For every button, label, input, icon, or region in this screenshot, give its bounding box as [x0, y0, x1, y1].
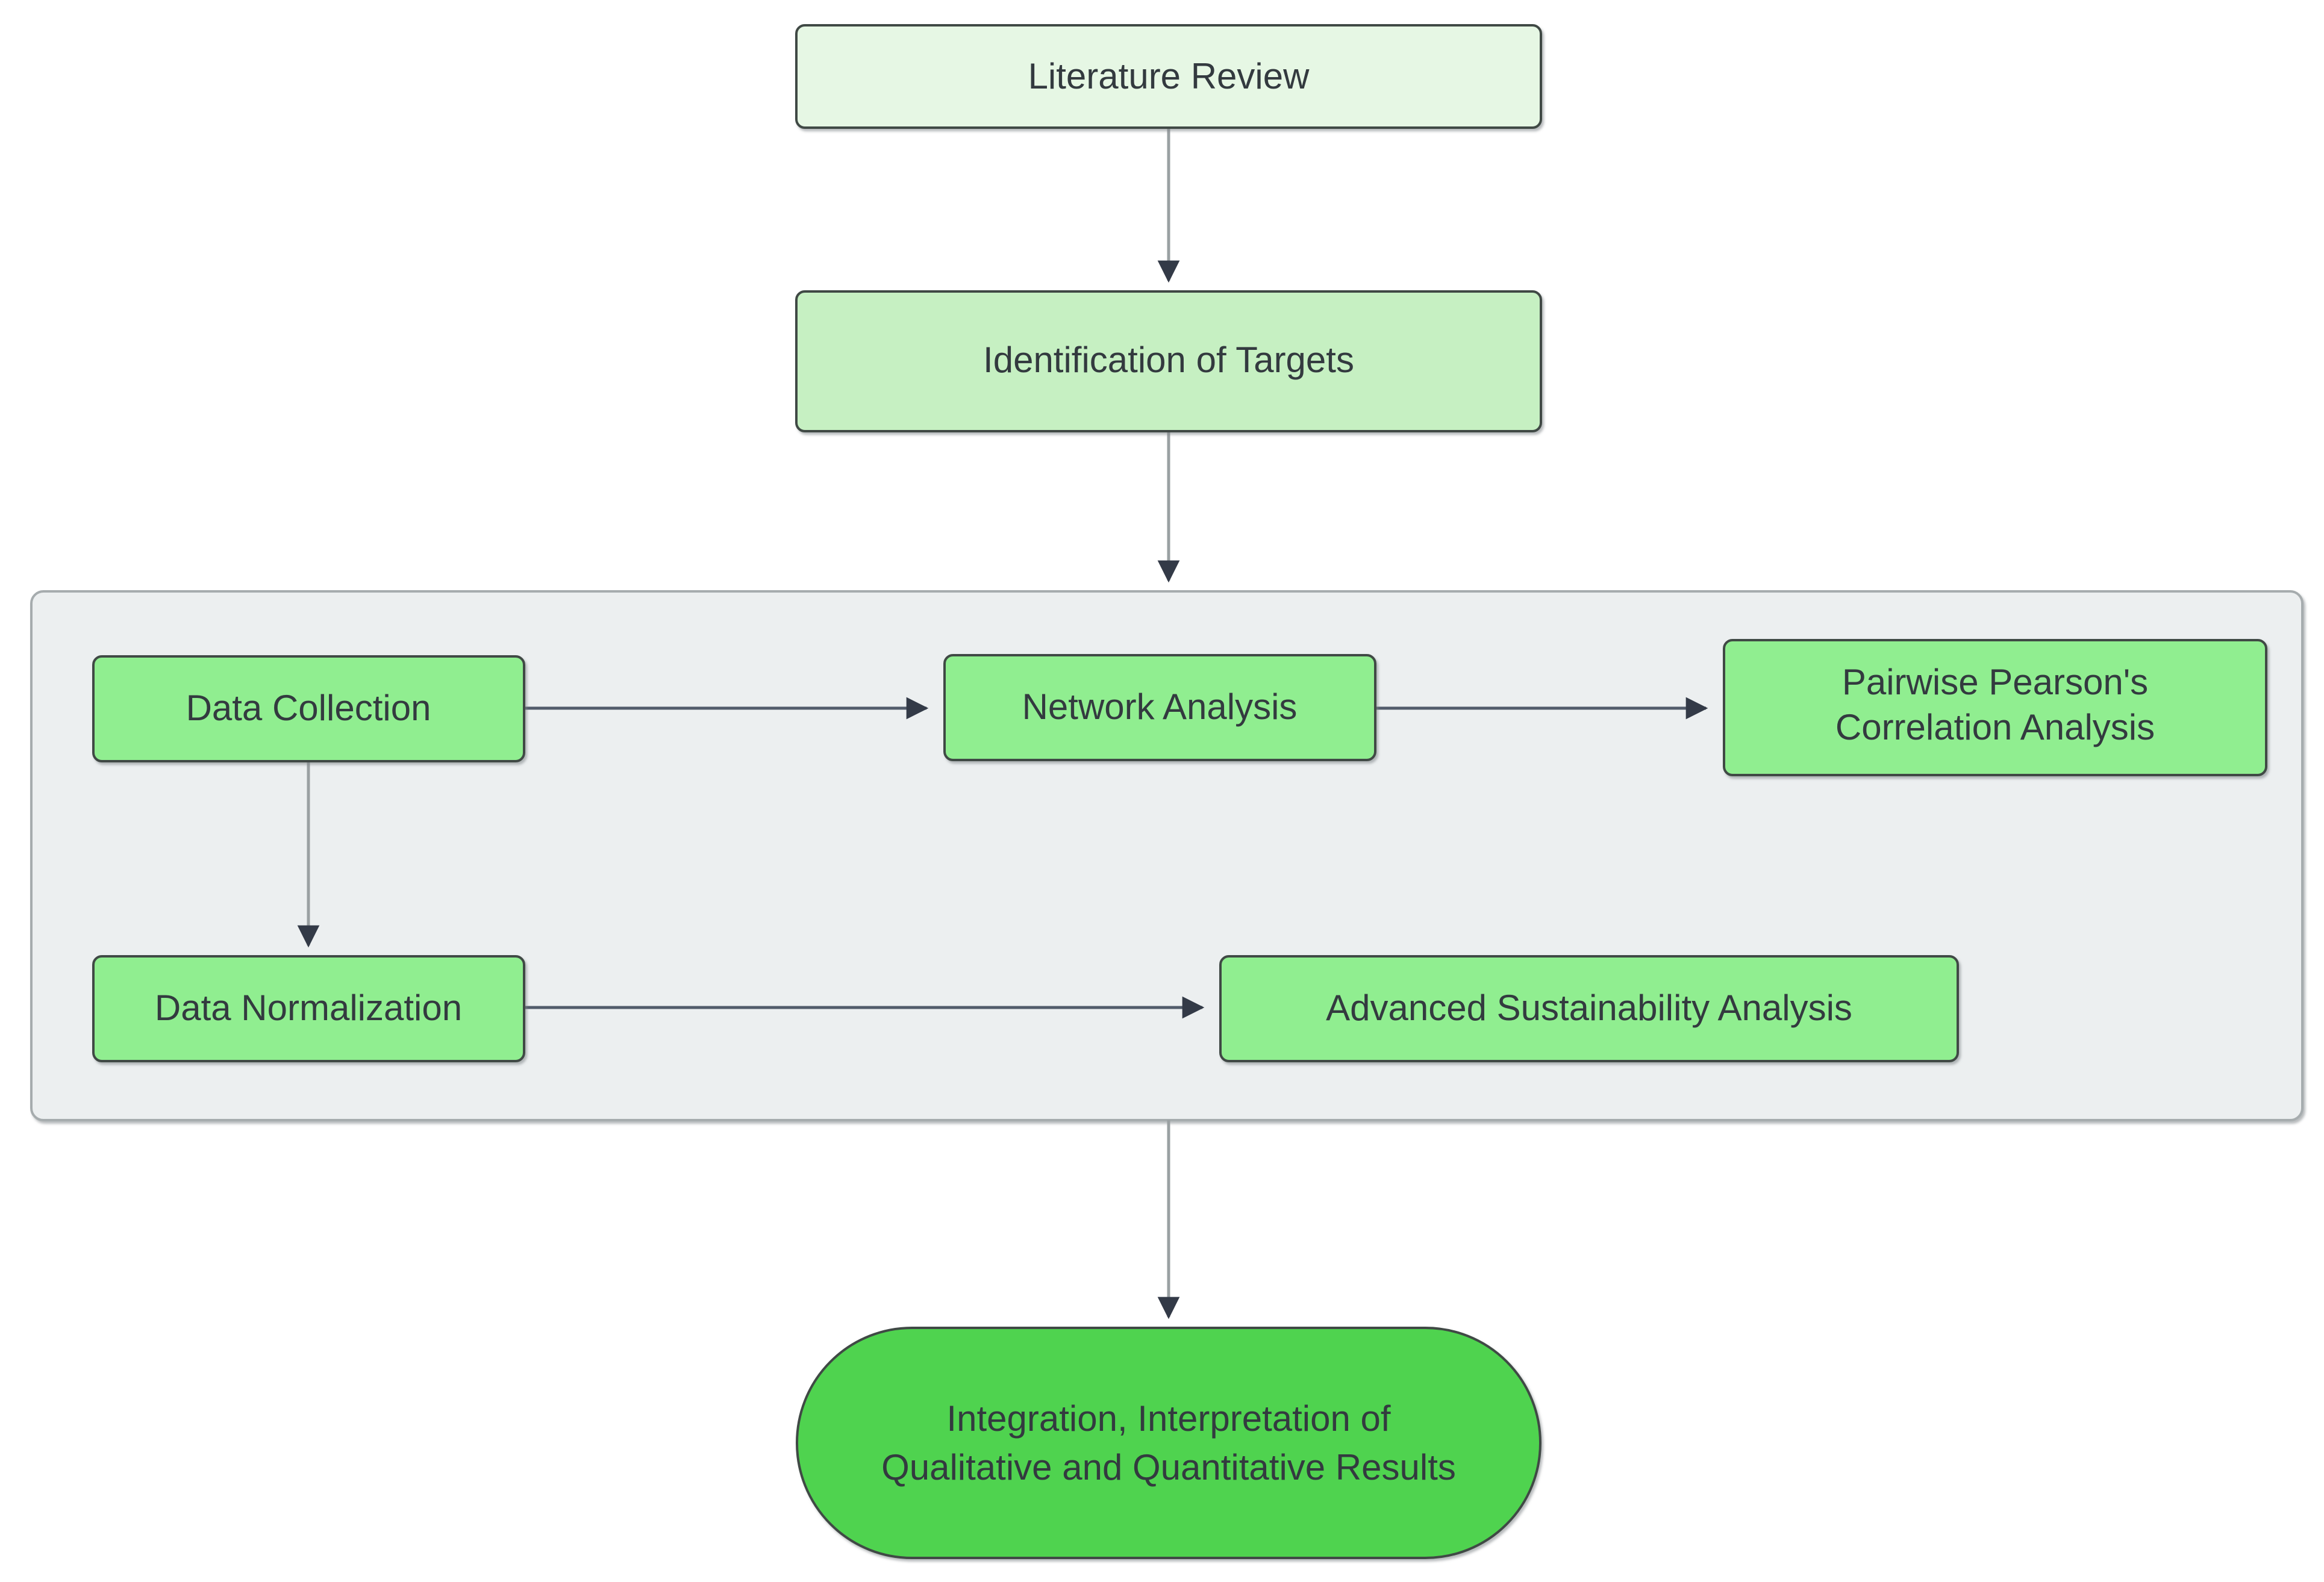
node-advanced-sustainability-analysis[interactable]: Advanced Sustainability Analysis	[1219, 955, 1959, 1062]
node-data-collection[interactable]: Data Collection	[92, 655, 525, 762]
node-identification-of-targets[interactable]: Identification of Targets	[795, 290, 1542, 432]
node-identification-of-targets-rect[interactable]	[795, 290, 1542, 432]
node-literature-review[interactable]: Literature Review	[795, 24, 1542, 129]
node-integration-interpretation-line-1: Integration, Interpretation of	[946, 1398, 1390, 1439]
node-data-normalization-rect[interactable]	[92, 955, 525, 1062]
node-pairwise-pearsons-line-2: Correlation Analysis	[1835, 707, 2155, 747]
node-pairwise-pearsons-line-1: Pairwise Pearson's	[1842, 662, 2148, 702]
node-network-analysis[interactable]: Network Analysis	[943, 654, 1376, 761]
node-data-normalization-label: Data Normalization	[155, 988, 462, 1028]
node-network-analysis-rect[interactable]	[943, 654, 1376, 761]
node-pairwise-pearsons-correlation-analysis-rect[interactable]	[1723, 639, 2267, 776]
node-integration-interpretation-rect[interactable]	[796, 1327, 1542, 1559]
node-identification-of-targets-label: Identification of Targets	[983, 340, 1354, 380]
node-literature-review-rect[interactable]	[795, 24, 1542, 129]
edges-layer	[297, 128, 1708, 1319]
node-advanced-sustainability-analysis-rect[interactable]	[1219, 955, 1959, 1062]
node-data-normalization[interactable]: Data Normalization	[92, 955, 525, 1062]
node-data-collection-rect[interactable]	[92, 655, 525, 762]
node-data-collection-label: Data Collection	[186, 688, 431, 728]
node-pairwise-pearsons-correlation-analysis[interactable]: Pairwise Pearson's Correlation Analysis	[1723, 639, 2267, 776]
node-integration-interpretation[interactable]: Integration, Interpretation of Qualitati…	[796, 1327, 1542, 1559]
node-advanced-sustainability-analysis-label: Advanced Sustainability Analysis	[1326, 988, 1852, 1028]
node-network-analysis-label: Network Analysis	[1022, 687, 1298, 727]
node-literature-review-label: Literature Review	[1028, 56, 1310, 96]
node-integration-interpretation-line-2: Qualitative and Quantitative Results	[881, 1447, 1456, 1487]
